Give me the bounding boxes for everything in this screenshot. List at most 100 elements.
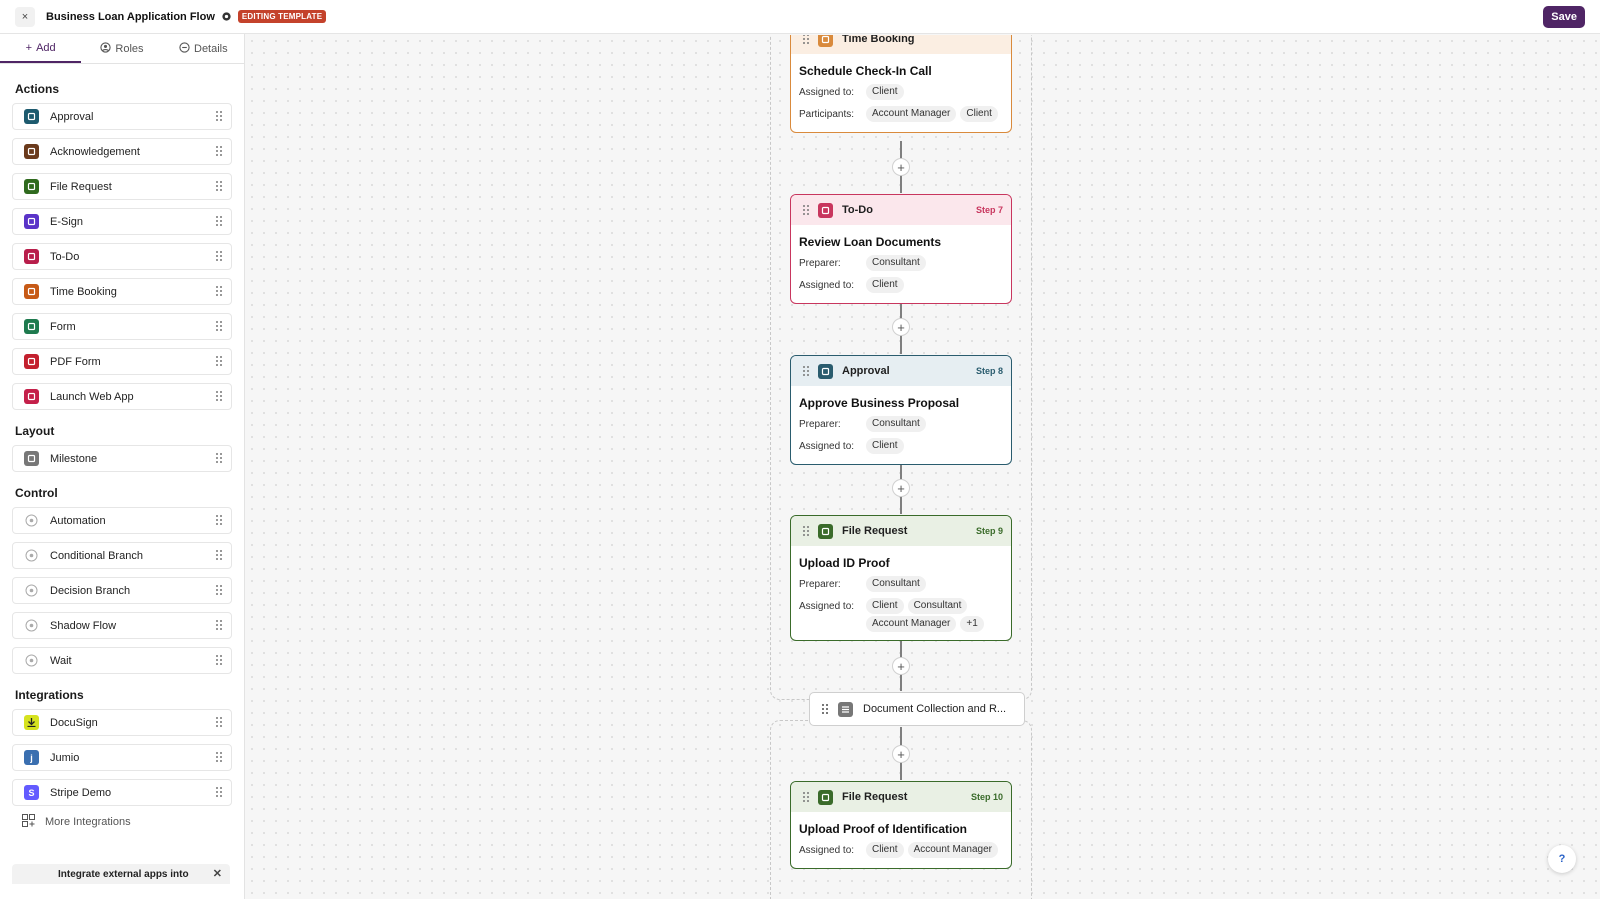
drag-handle-icon[interactable] <box>216 655 222 666</box>
drag-handle-icon[interactable] <box>803 365 809 377</box>
drag-handle-icon[interactable] <box>216 286 222 297</box>
integration-promo: Integrate external apps into ✕ <box>12 864 230 884</box>
role-chips: Client <box>866 438 904 456</box>
save-button[interactable]: Save <box>1543 6 1585 28</box>
top-bar: × Business Loan Application Flow EDITING… <box>0 0 1600 34</box>
milestone-label: Document Collection and R... <box>863 703 1007 715</box>
add-step-button[interactable]: + <box>892 158 910 176</box>
drag-handle-icon[interactable] <box>216 321 222 332</box>
sidebar-item-decision-branch[interactable]: Decision Branch <box>12 577 232 604</box>
sidebar-item-label: Milestone <box>50 452 98 465</box>
sidebar-item-approval[interactable]: Approval <box>12 103 232 130</box>
drag-handle-icon[interactable] <box>216 752 222 763</box>
dismiss-promo-icon[interactable]: ✕ <box>212 868 222 880</box>
section-title-layout: Layout <box>15 424 55 438</box>
drag-handle-icon[interactable] <box>216 453 222 464</box>
add-step-button[interactable]: + <box>892 479 910 497</box>
promo-text: Integrate external apps into <box>58 868 189 880</box>
add-step-button[interactable]: + <box>892 745 910 763</box>
time-booking-icon <box>24 284 39 299</box>
drag-handle-icon[interactable] <box>216 146 222 157</box>
sidebar-item-label: DocuSign <box>50 716 98 729</box>
shadow-flow-icon <box>24 618 39 633</box>
sidebar-item-label: Approval <box>50 110 94 123</box>
plus-icon: + <box>25 41 33 54</box>
role-label: Preparer: <box>799 579 841 590</box>
drag-handle-icon[interactable] <box>803 791 809 803</box>
sidebar-item-file-request[interactable]: File Request <box>12 173 232 200</box>
more-integrations-link[interactable]: More Integrations <box>22 814 244 830</box>
drag-handle-icon[interactable] <box>216 181 222 192</box>
drag-handle-icon[interactable] <box>216 787 222 798</box>
drag-handle-icon[interactable] <box>216 515 222 526</box>
step-role-row: Assigned to: Client <box>791 436 1011 458</box>
sidebar-item-acknowledgement[interactable]: Acknowledgement <box>12 138 232 165</box>
sidebar-item-label: E-Sign <box>50 215 84 228</box>
add-step-button[interactable]: + <box>892 657 910 675</box>
step-type-label: File Request <box>842 791 908 803</box>
sidebar-item-form[interactable]: Form <box>12 313 232 340</box>
tab-add[interactable]: +Add <box>0 34 82 63</box>
step-title: Upload Proof of Identification <box>799 822 967 836</box>
step-type-label: File Request <box>842 525 908 537</box>
drag-handle-icon[interactable] <box>216 391 222 402</box>
tab-details[interactable]: Details <box>163 34 244 63</box>
sidebar-item-wait[interactable]: Wait <box>12 647 232 674</box>
drag-handle-icon[interactable] <box>216 620 222 631</box>
role-chip: Account Manager <box>866 616 957 632</box>
drag-handle-icon[interactable] <box>803 204 809 216</box>
drag-handle-icon[interactable] <box>803 525 809 537</box>
drag-handle-icon[interactable] <box>216 550 222 561</box>
sidebar-item-e-sign[interactable]: E-Sign <box>12 208 232 235</box>
gear-icon[interactable] <box>221 11 232 22</box>
sidebar-item-to-do[interactable]: To-Do <box>12 243 232 270</box>
sidebar-item-automation[interactable]: Automation <box>12 507 232 534</box>
help-button[interactable]: ? <box>1548 845 1576 873</box>
sidebar-item-shadow-flow[interactable]: Shadow Flow <box>12 612 232 639</box>
sidebar-item-label: To-Do <box>50 250 80 263</box>
editing-template-badge: EDITING TEMPLATE <box>237 10 327 23</box>
drag-handle-icon[interactable] <box>216 717 222 728</box>
sidebar-item-jumio[interactable]: j Jumio <box>12 744 232 771</box>
milestone-card[interactable]: Document Collection and R... <box>809 692 1025 726</box>
drag-handle-icon[interactable] <box>216 356 222 367</box>
tab-roles[interactable]: Roles <box>81 34 162 63</box>
close-button[interactable]: × <box>15 6 35 27</box>
sidebar-item-milestone[interactable]: Milestone <box>12 445 232 472</box>
drag-handle-icon[interactable] <box>216 585 222 596</box>
launch-web-app-icon <box>24 389 39 404</box>
role-label: Assigned to: <box>799 87 855 98</box>
sidebar-item-label: Jumio <box>50 751 80 764</box>
drag-handle-icon[interactable] <box>216 251 222 262</box>
drag-handle-icon[interactable] <box>216 216 222 227</box>
flow-title[interactable]: Business Loan Application Flow <box>46 10 215 23</box>
drag-handle-icon[interactable] <box>822 703 828 715</box>
tab-add-label: Add <box>36 41 56 54</box>
role-label: Assigned to: <box>799 441 855 452</box>
decision-branch-icon <box>24 583 39 598</box>
sidebar-item-label: Wait <box>50 654 72 667</box>
drag-handle-icon[interactable] <box>216 111 222 122</box>
drag-handle-icon[interactable] <box>803 35 809 45</box>
sidebar-item-launch-web-app[interactable]: Launch Web App <box>12 383 232 410</box>
section-title-control: Control <box>15 486 58 500</box>
sidebar-item-docusign[interactable]: DocuSign <box>12 709 232 736</box>
add-step-button[interactable]: + <box>892 318 910 336</box>
sidebar-item-pdf-form[interactable]: PDF Form <box>12 348 232 375</box>
sidebar-item-time-booking[interactable]: Time Booking <box>12 278 232 305</box>
sidebar-item-conditional-branch[interactable]: Conditional Branch <box>12 542 232 569</box>
role-chip: Consultant <box>907 598 968 614</box>
jumio-icon: j <box>24 750 39 765</box>
